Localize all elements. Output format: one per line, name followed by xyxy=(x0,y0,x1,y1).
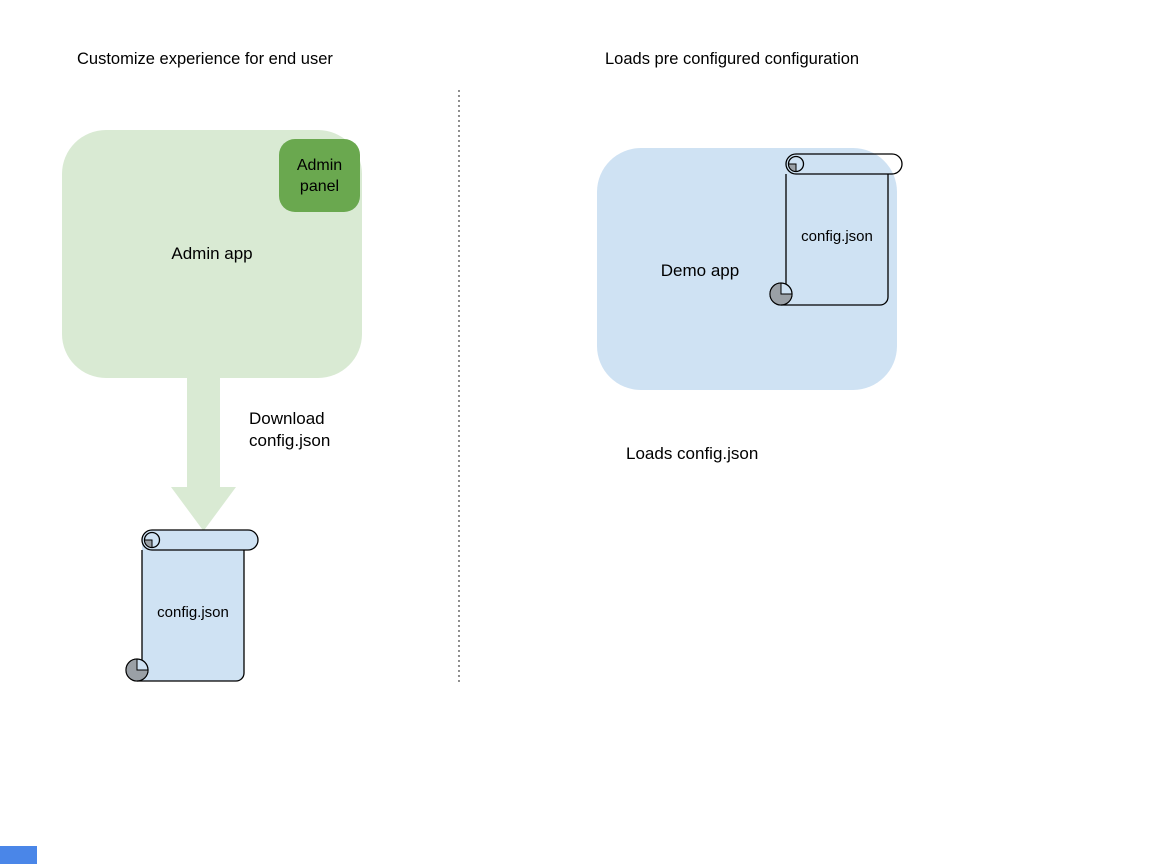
config-json-label-right: config.json xyxy=(801,228,873,245)
left-section-title: Customize experience for end user xyxy=(77,50,333,68)
download-arrow-icon xyxy=(171,377,236,531)
admin-panel-box: Admin panel xyxy=(279,139,360,212)
demo-app-label: Demo app xyxy=(660,261,740,280)
section-divider xyxy=(458,90,460,684)
loads-config-caption: Loads config.json xyxy=(626,444,759,463)
admin-panel-label: Admin panel xyxy=(296,156,343,195)
admin-app-label: Admin app xyxy=(171,244,253,263)
download-arrow-label: Download config.json xyxy=(249,408,330,452)
demo-app-box: Demo app xyxy=(597,148,897,390)
config-json-label-left: config.json xyxy=(157,604,229,621)
admin-app-box: Admin app Admin panel xyxy=(62,130,362,378)
right-section-title: Loads pre configured configuration xyxy=(605,50,860,68)
download-arrow-label-line2: config.json xyxy=(249,431,331,450)
scroll-shape-icon xyxy=(769,153,903,306)
scroll-shape-icon xyxy=(125,529,259,682)
config-json-file-left: config.json xyxy=(124,529,264,687)
config-json-file-right: config.json xyxy=(768,153,908,311)
bottom-left-blue-rectangle xyxy=(0,846,37,864)
download-arrow-label-line1: Download xyxy=(249,409,325,428)
